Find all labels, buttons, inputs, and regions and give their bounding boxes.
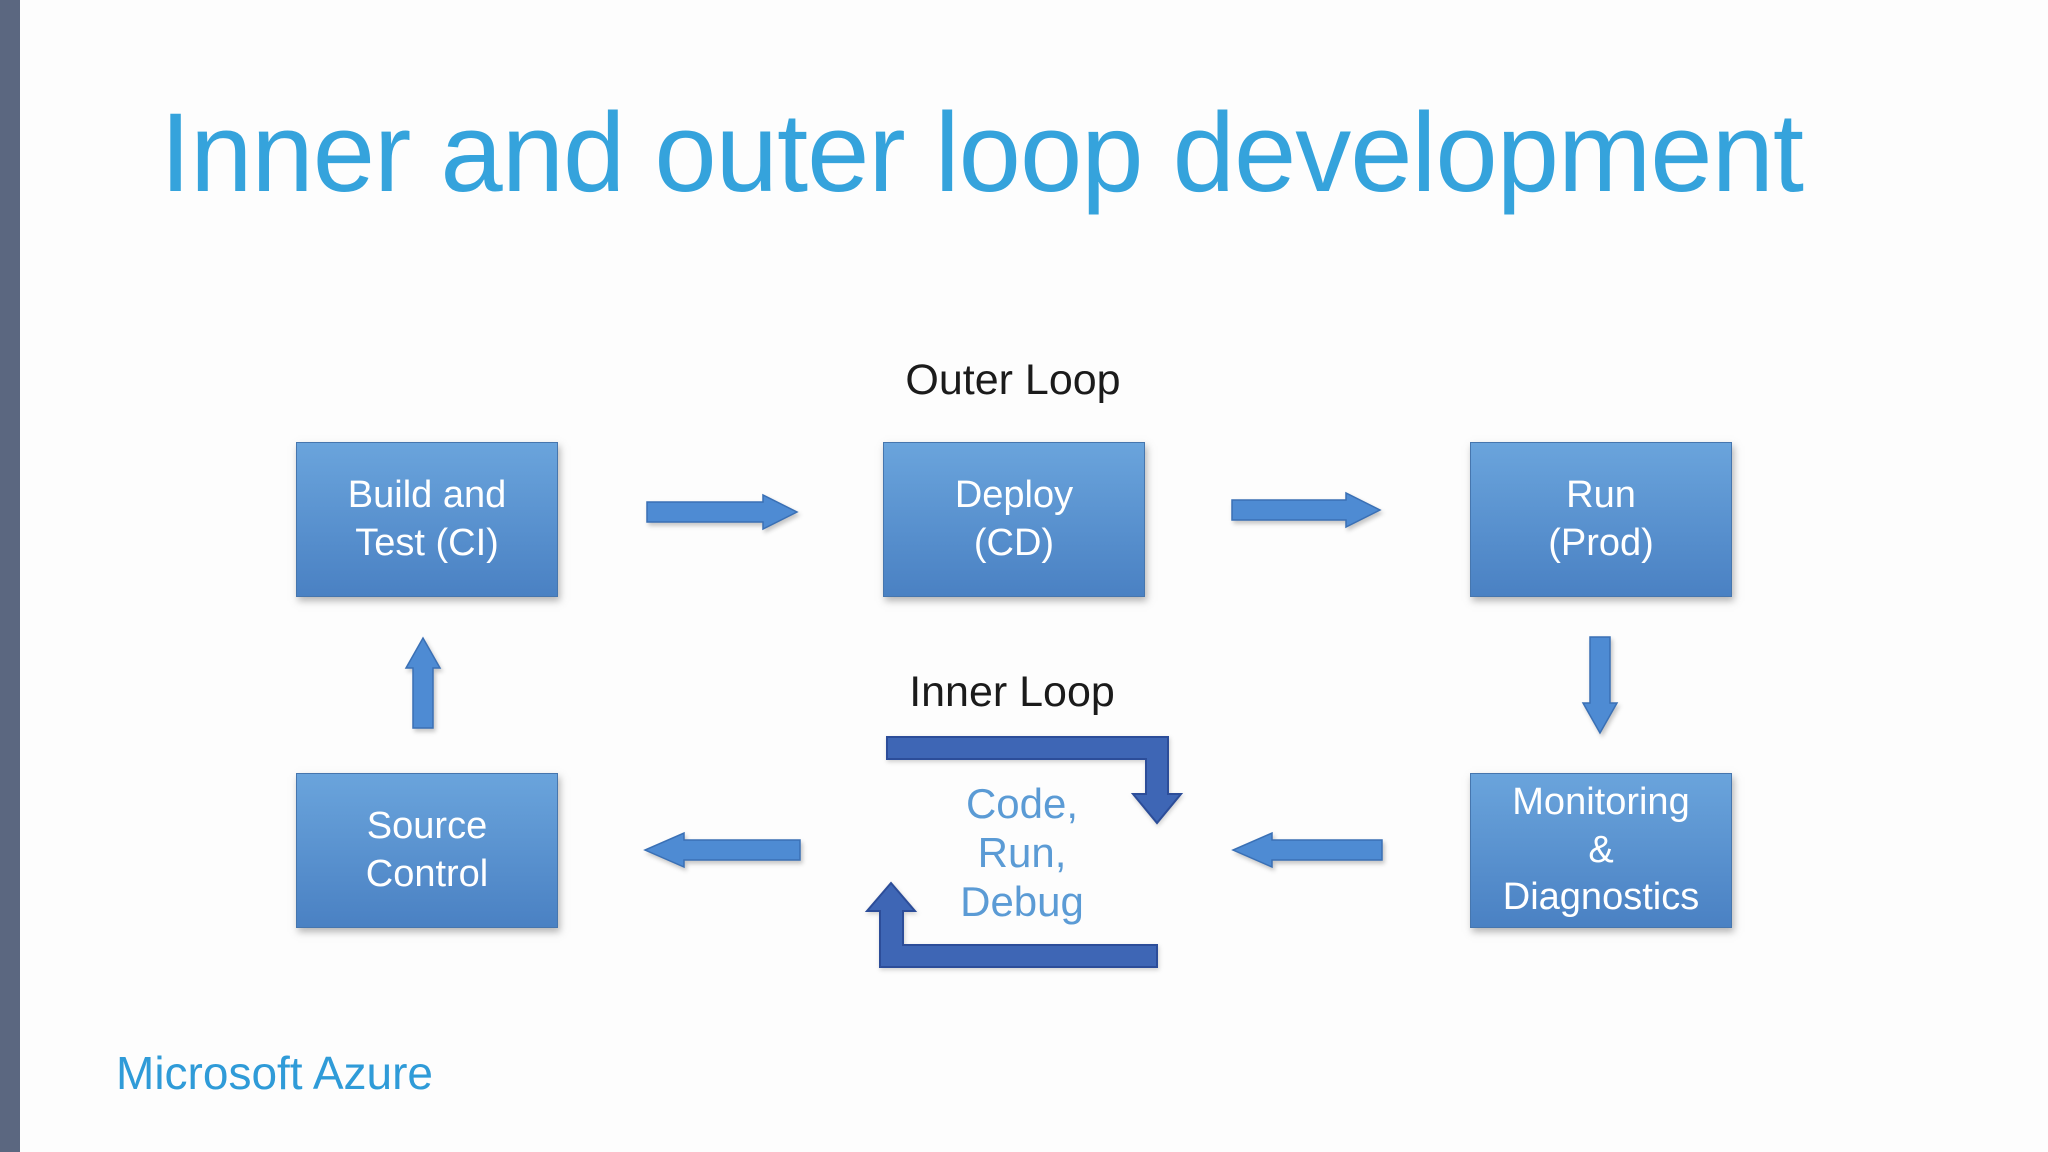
- monitoring-to-inner-loop-arrow-icon: [1231, 831, 1383, 869]
- left-edge-strip: [0, 0, 20, 1152]
- run-to-monitoring-arrow-icon: [1581, 636, 1619, 735]
- source-control-to-build-arrow-icon: [404, 636, 442, 729]
- run-prod-box: Run (Prod): [1470, 442, 1732, 597]
- outer-loop-label: Outer Loop: [905, 356, 1121, 404]
- deploy-box: Deploy (CD): [883, 442, 1145, 597]
- build-and-test-label: Build and Test (CI): [347, 474, 507, 564]
- microsoft-azure-brand: Microsoft Azure: [116, 1047, 433, 1099]
- deploy-label: Deploy (CD): [954, 474, 1074, 564]
- source-control-label: Source Control: [365, 805, 489, 895]
- run-prod-label: Run (Prod): [1548, 474, 1654, 564]
- inner-loop-label: Inner Loop: [909, 668, 1115, 716]
- source-control-box: Source Control: [296, 773, 558, 928]
- monitoring-diagnostics-box: Monitoring & Diagnostics: [1470, 773, 1732, 928]
- inner-loop-to-source-control-arrow-icon: [643, 831, 801, 869]
- build-and-test-box: Build and Test (CI): [296, 442, 558, 597]
- slide-title: Inner and outer loop development: [160, 90, 1804, 215]
- build-to-deploy-arrow-icon: [646, 493, 799, 531]
- inner-loop-steps-text: Code, Run, Debug: [960, 780, 1084, 925]
- deploy-to-run-arrow-icon: [1231, 491, 1382, 529]
- monitoring-diagnostics-label: Monitoring & Diagnostics: [1502, 781, 1700, 919]
